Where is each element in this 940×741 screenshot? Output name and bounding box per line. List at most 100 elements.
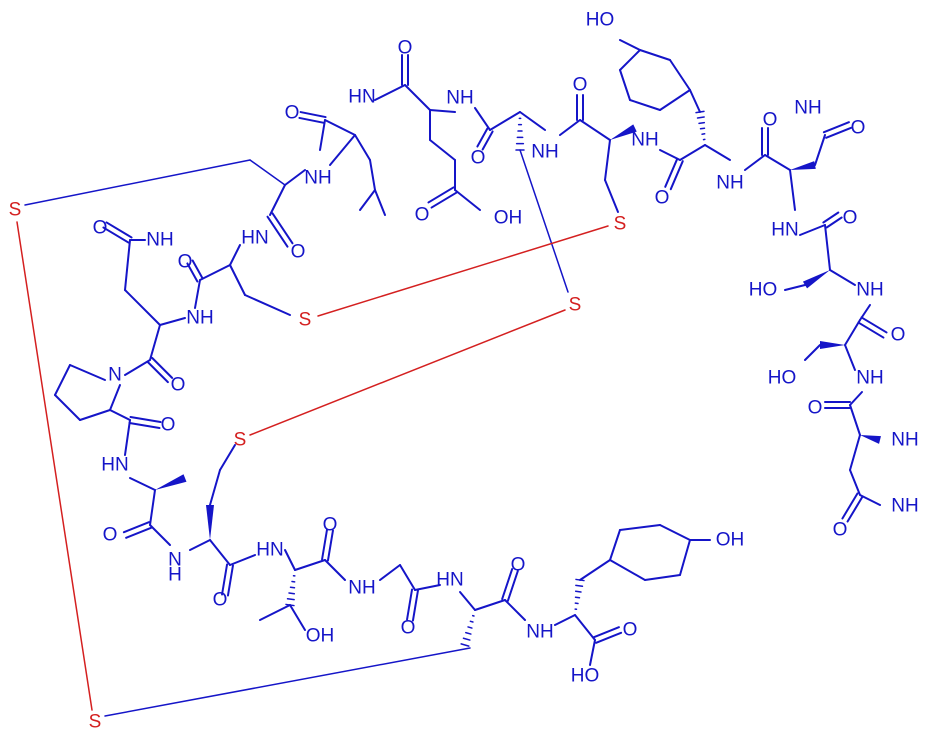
bond bbox=[295, 560, 325, 570]
hash-bond bbox=[701, 128, 705, 129]
hash-bond bbox=[576, 591, 581, 592]
atom-h2n: NH bbox=[794, 98, 821, 119]
atom-o: O bbox=[103, 525, 118, 546]
atom-hn: HN bbox=[241, 228, 268, 249]
atom-o: O bbox=[833, 520, 848, 541]
atom-nh: NH bbox=[631, 130, 658, 151]
bond bbox=[430, 110, 455, 112]
bridge-bond bbox=[520, 150, 568, 292]
atom-nh: NH bbox=[186, 308, 213, 329]
hash-bond bbox=[576, 597, 580, 598]
atom-ho: HO bbox=[749, 280, 778, 301]
bond bbox=[850, 405, 860, 435]
atom-o: O bbox=[511, 555, 526, 576]
wedge-bond bbox=[803, 270, 830, 288]
bond bbox=[630, 100, 660, 110]
bond bbox=[430, 140, 455, 160]
bond bbox=[455, 190, 480, 210]
hash-bond bbox=[291, 587, 295, 588]
hash-bond bbox=[466, 633, 471, 634]
atom-hn: HN bbox=[256, 540, 283, 561]
atom-s: S bbox=[9, 200, 22, 221]
atom-oh: OH bbox=[716, 530, 745, 551]
atom-o: O bbox=[843, 208, 858, 229]
atom-nh2: NH bbox=[146, 230, 173, 251]
atom-o: O bbox=[401, 618, 416, 639]
bond bbox=[580, 560, 610, 580]
atom-s: S bbox=[234, 430, 247, 451]
bond bbox=[110, 410, 130, 420]
carbonyl-bond bbox=[665, 159, 677, 187]
bond bbox=[690, 90, 700, 112]
atom-s: S bbox=[614, 214, 627, 235]
wedge-bond bbox=[206, 505, 214, 540]
bond bbox=[400, 565, 415, 590]
bond bbox=[680, 145, 705, 160]
atom-s: S bbox=[569, 295, 582, 316]
bond bbox=[790, 170, 795, 210]
disulfide-bond bbox=[250, 310, 565, 435]
bond bbox=[610, 530, 620, 560]
bond bbox=[460, 592, 475, 610]
bond bbox=[850, 435, 860, 470]
bond bbox=[200, 265, 230, 280]
atom-o: O bbox=[623, 620, 638, 641]
atom-o: O bbox=[763, 110, 778, 131]
atom-n: N bbox=[108, 365, 122, 386]
bond bbox=[660, 525, 690, 540]
bridge-bond bbox=[25, 160, 250, 205]
bond bbox=[620, 70, 630, 100]
bond bbox=[55, 395, 80, 420]
atom-o: O bbox=[323, 515, 338, 536]
atom-o: O bbox=[285, 103, 300, 124]
bond bbox=[850, 392, 862, 405]
bond bbox=[605, 180, 618, 212]
bond bbox=[125, 420, 130, 455]
bond bbox=[375, 190, 385, 215]
atom-nh: NH bbox=[531, 142, 558, 163]
atom-nh2: NH bbox=[891, 496, 918, 517]
bond bbox=[825, 225, 830, 270]
carbonyl-bond bbox=[228, 565, 233, 595]
atom-nh2: NH bbox=[891, 430, 918, 451]
bond-layer bbox=[25, 40, 887, 716]
carbonyl-bond bbox=[130, 423, 160, 428]
bond bbox=[660, 90, 690, 110]
bond bbox=[765, 155, 790, 170]
bond bbox=[590, 640, 595, 665]
bond bbox=[745, 155, 765, 170]
atom-o: O bbox=[415, 205, 430, 226]
bond bbox=[380, 565, 400, 580]
carbonyl-bond bbox=[842, 493, 857, 518]
atom-ho: HO bbox=[768, 368, 797, 389]
bond bbox=[560, 120, 580, 135]
carbonyl-bond bbox=[130, 417, 160, 422]
hash-bond bbox=[289, 593, 294, 594]
bond bbox=[150, 325, 160, 360]
bond bbox=[130, 478, 155, 490]
bond bbox=[845, 345, 855, 370]
atom-o: O bbox=[891, 325, 906, 346]
bond bbox=[640, 50, 670, 60]
bond bbox=[785, 285, 805, 290]
atom-o: O bbox=[171, 375, 186, 396]
bond bbox=[405, 85, 430, 110]
hash-bond bbox=[468, 627, 472, 628]
atom-o: O bbox=[213, 590, 228, 611]
carbonyl-bond bbox=[432, 193, 457, 208]
atom-ho: HO bbox=[586, 10, 615, 31]
bond bbox=[230, 265, 245, 295]
bond bbox=[125, 240, 130, 290]
atom-o: O bbox=[161, 415, 176, 436]
atom-hn: NH bbox=[526, 622, 553, 643]
atom-o: O bbox=[471, 148, 486, 169]
bond bbox=[125, 290, 160, 325]
atom-oh: OH bbox=[494, 208, 523, 229]
hash-bond bbox=[576, 585, 583, 586]
atom-o: O bbox=[851, 118, 866, 139]
bridge-bond bbox=[250, 160, 285, 185]
bond bbox=[360, 190, 375, 210]
atom-ho: HO bbox=[571, 666, 600, 687]
bond bbox=[230, 245, 240, 265]
bond bbox=[320, 120, 325, 150]
